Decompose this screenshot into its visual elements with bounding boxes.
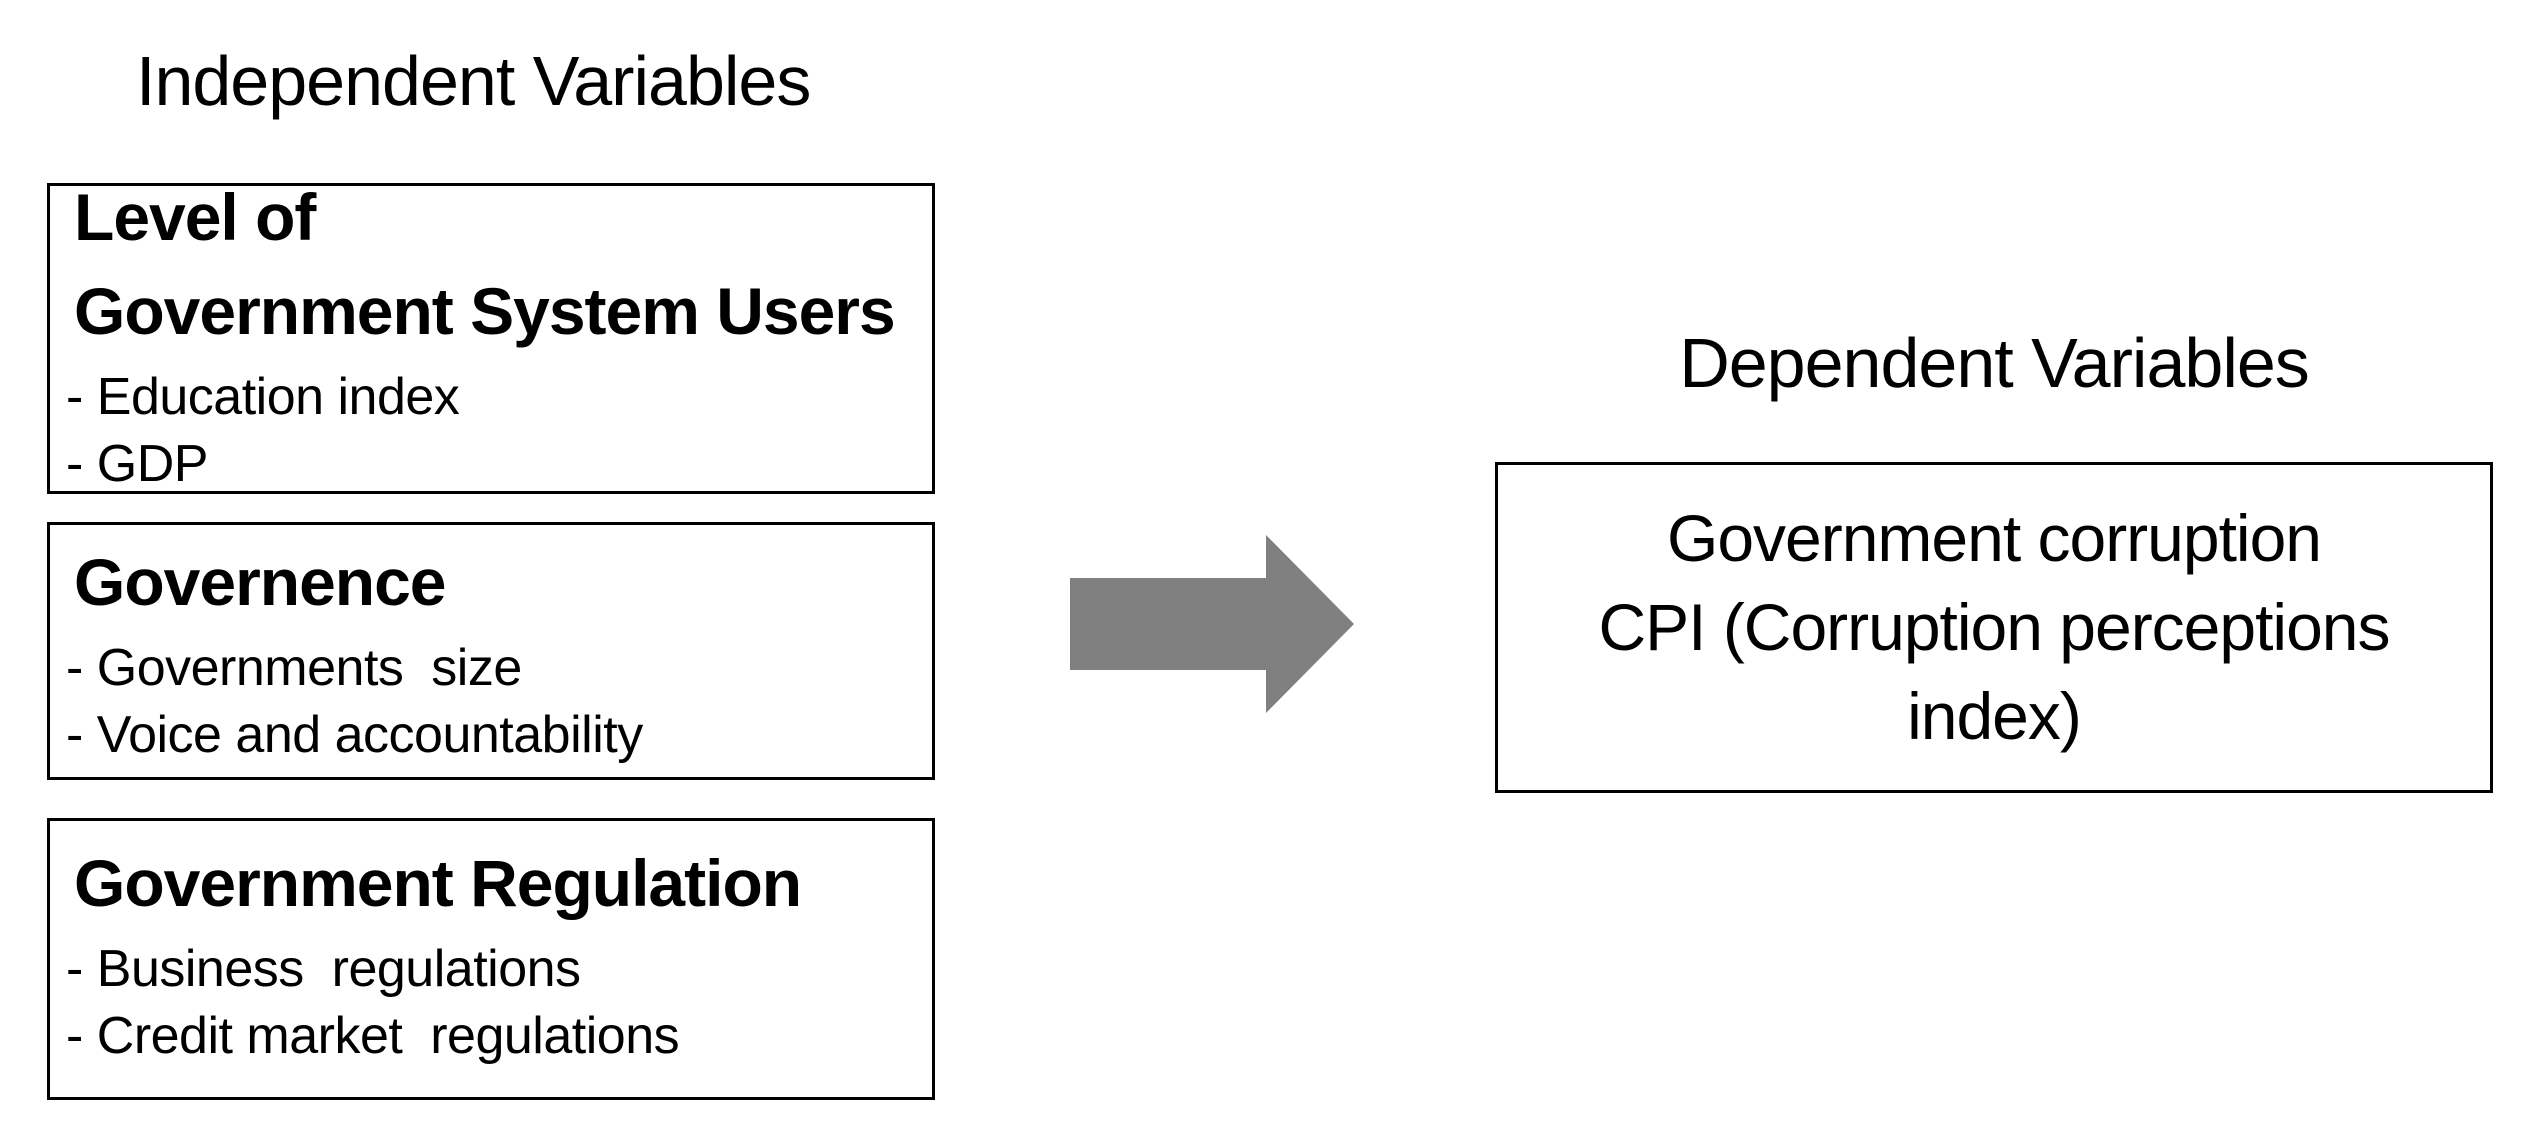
box-level-of-government-system-users: Level of Government System Users - Educa… (47, 180, 935, 494)
box-item: - Voice and accountability (66, 706, 643, 764)
box-title: Government Regulation (74, 846, 802, 920)
box-item: - Governments size (66, 639, 522, 697)
dependent-variables-title: Dependent Variables (1679, 324, 2310, 402)
box-governence: Governence - Governments size - Voice an… (47, 522, 935, 780)
right-arrow-head (1266, 535, 1354, 713)
box-title: Level of Government System Users (74, 180, 896, 348)
box-title: Governence (74, 545, 447, 619)
box-item: - Credit market regulations (66, 1007, 680, 1065)
box-government-regulation: Government Regulation - Business regulat… (47, 818, 935, 1100)
dependent-box-line: CPI (Corruption perceptions (1598, 590, 2390, 664)
dependent-box-line: Government corruption (1667, 501, 2322, 575)
box-item: - Education index (66, 368, 460, 426)
dependent-box-line: index) (1907, 679, 2082, 753)
box-government-corruption-cpi: Government corruption CPI (Corruption pe… (1495, 462, 2493, 793)
box-item: - GDP (66, 435, 208, 493)
independent-variables-title: Independent Variables (136, 42, 811, 120)
right-arrow-body (1070, 578, 1266, 670)
box-item: - Business regulations (66, 940, 581, 998)
